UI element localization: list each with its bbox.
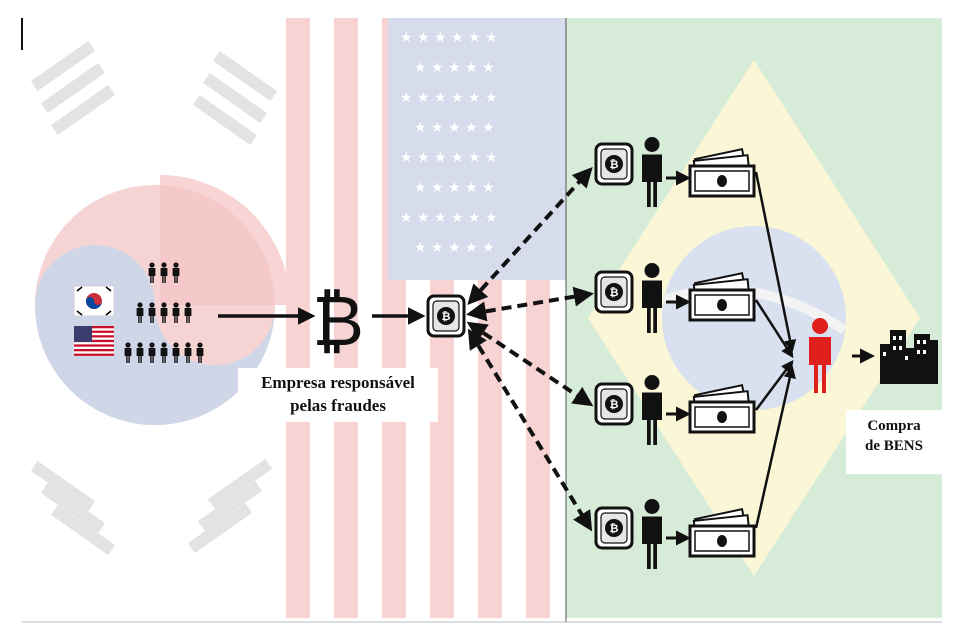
svg-text:★ ★ ★ ★ ★ ★: ★ ★ ★ ★ ★ ★ [400, 30, 498, 46]
svg-text:★ ★ ★ ★ ★ ★: ★ ★ ★ ★ ★ ★ [400, 90, 498, 106]
bitcoin-wallet-icon [594, 382, 634, 426]
company-label: Empresa responsável pelas fraudes [238, 368, 438, 422]
bitcoin-wallet-icon [594, 142, 634, 186]
svg-text:★ ★ ★ ★ ★: ★ ★ ★ ★ ★ [414, 180, 495, 196]
row-3 [594, 375, 756, 445]
usa-flag-icon [74, 326, 114, 356]
svg-text:★ ★ ★ ★ ★: ★ ★ ★ ★ ★ [414, 60, 495, 76]
row-2 [594, 263, 756, 333]
converging-arrows [754, 171, 797, 529]
goods-label-line-1: Compra [867, 418, 921, 434]
south-korea-flag-icon [73, 285, 115, 317]
svg-text:★ ★ ★ ★ ★ ★: ★ ★ ★ ★ ★ ★ [400, 210, 498, 226]
bitcoin-symbol-icon: ₿ [312, 280, 364, 362]
bitcoin-wallet-icon [594, 270, 634, 314]
bitcoin-wallet-icon [594, 506, 634, 550]
company-label-line-1: Empresa responsável [261, 373, 415, 392]
buildings-icon [880, 330, 938, 384]
row-4 [594, 499, 756, 569]
central-bitcoin-wallet-icon [426, 294, 466, 338]
svg-text:★ ★ ★ ★ ★: ★ ★ ★ ★ ★ [414, 240, 495, 256]
red-person-icon [809, 318, 831, 393]
svg-text:★ ★ ★ ★ ★ ★: ★ ★ ★ ★ ★ ★ [400, 150, 498, 166]
goods-purchase-label: Compra de BENS [846, 410, 942, 474]
goods-label-line-2: de BENS [865, 438, 923, 455]
company-label-line-2: pelas fraudes [290, 395, 386, 415]
background-collage: ★ ★ ★ ★ ★ ★ ★ ★ ★ ★ ★ ★ ★ ★ ★ ★ ★ ★ ★ ★ … [22, 18, 942, 622]
distribution-arrows [466, 167, 594, 532]
row-1 [594, 137, 756, 207]
svg-text:★ ★ ★ ★ ★: ★ ★ ★ ★ ★ [414, 120, 495, 136]
